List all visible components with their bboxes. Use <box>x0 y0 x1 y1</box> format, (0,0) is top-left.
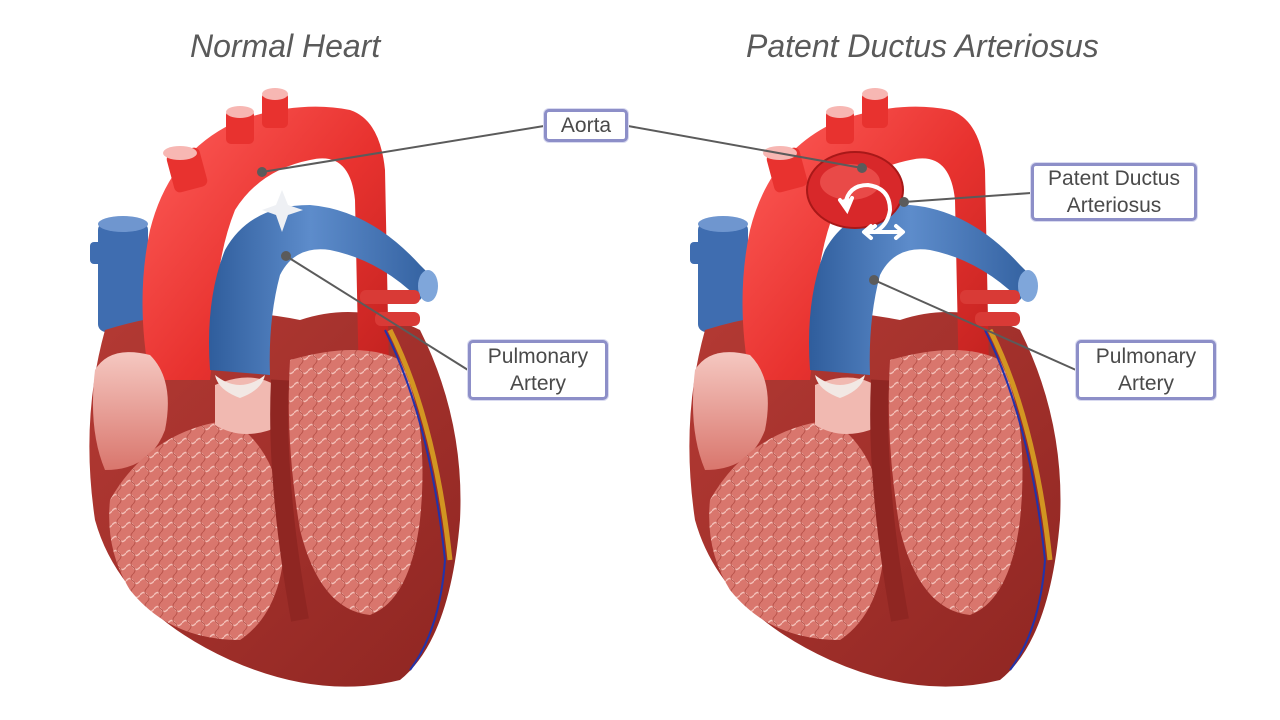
pda-heart-title: Patent Ductus Arteriosus <box>746 28 1099 64</box>
septum-right <box>870 379 909 622</box>
aorta-left <box>142 106 400 431</box>
pulmonary-artery-label-left: Pulmonary Artery <box>468 340 608 400</box>
closed-ductus-mark <box>262 190 303 232</box>
pulmonary-vein-left <box>360 290 420 304</box>
pa-branch-end-left <box>418 270 438 302</box>
shunt-flow-arrow-icon <box>838 182 905 240</box>
patent-ductus-label-line2: Arteriosus <box>1066 194 1162 217</box>
patent-ductus-label: Patent Ductus Arteriosus <box>1031 163 1197 221</box>
pulmonary-artery-label-right: Pulmonary Artery <box>1076 340 1216 400</box>
pulmonary-valve-left <box>215 375 265 398</box>
pulmonary-vein-right-2 <box>975 312 1020 326</box>
leader-dot-aorta-left <box>257 167 267 177</box>
pda-heart <box>689 88 1061 687</box>
leader-aorta-right <box>627 125 863 169</box>
coronary-fat-left <box>387 328 453 561</box>
patent-ductus-label-line1: Patent Ductus <box>1048 167 1180 190</box>
aorta-label: Aorta <box>544 109 628 142</box>
pulmonary-artery-right <box>809 205 1035 375</box>
right-atrium-left <box>92 352 168 470</box>
leader-dot-aorta-right <box>857 163 867 173</box>
normal-heart <box>89 88 461 687</box>
pulmonary-artery-label-right-line1: Pulmonary <box>1095 345 1197 368</box>
aortic-branches-right <box>763 88 888 193</box>
pulmonary-artery-label-right-line2: Artery <box>1117 372 1174 395</box>
pulmonary-artery-label-left-line2: Artery <box>509 372 566 395</box>
vena-cava-left <box>90 216 148 332</box>
leader-pa-left <box>285 255 469 371</box>
leader-pda <box>903 192 1032 203</box>
leader-pa-right <box>873 279 1077 371</box>
aorta-label-text: Aorta <box>560 114 612 137</box>
right-ventricle-right <box>709 420 885 640</box>
left-ventricle-left <box>288 350 423 615</box>
pulmonary-artery-label-left-line1: Pulmonary <box>487 345 589 368</box>
right-ventricle-left <box>109 420 285 640</box>
pa-branch-end-right <box>1018 270 1038 302</box>
aortic-branches-left <box>163 88 288 193</box>
leader-dot-pda <box>899 197 909 207</box>
coronary-fat-right <box>987 328 1053 561</box>
coronary-vessel-left <box>384 329 447 671</box>
septum-left <box>270 379 309 622</box>
leader-dot-pa-left <box>281 251 291 261</box>
patent-ductus-highlight <box>820 164 880 200</box>
right-atrium-right <box>692 352 768 470</box>
vena-cava-right <box>690 216 748 332</box>
pulmonary-artery-left <box>209 205 435 375</box>
normal-heart-title: Normal Heart <box>190 28 381 64</box>
leader-dot-pa-right <box>869 275 879 285</box>
coronary-vessel-right <box>984 329 1047 671</box>
pulmonary-vein-left-2 <box>375 312 420 326</box>
left-ventricle-right <box>888 350 1023 615</box>
leader-lines <box>257 125 1077 371</box>
pulmonary-valve-right <box>815 375 865 398</box>
leader-aorta-left <box>261 125 545 173</box>
pulmonary-vein-right <box>960 290 1020 304</box>
